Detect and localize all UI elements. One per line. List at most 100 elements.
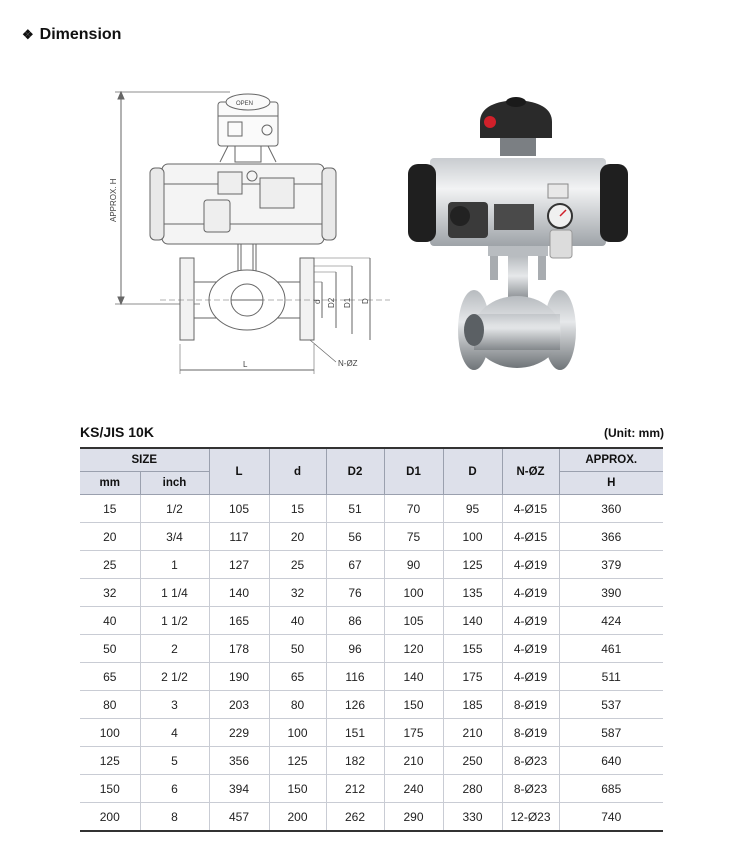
header-D2: D2 [325,447,385,495]
cell-inch: 5 [139,746,209,775]
cell-D2: 86 [325,606,384,635]
cell-L: 127 [208,550,269,579]
cell-d: 40 [268,606,326,635]
cell-H: 424 [558,606,663,635]
cell-H: 366 [558,522,663,551]
cell-D: 330 [442,802,502,832]
cell-NZ: 4-Ø19 [501,634,559,663]
height-label: APPROX. H [109,178,118,222]
cell-D: 140 [442,606,502,635]
cell-mm: 50 [80,634,140,663]
cell-H: 587 [558,718,663,747]
cell-NZ: 8-Ø19 [501,690,559,719]
cell-L: 117 [208,522,269,551]
cell-mm: 20 [80,522,140,551]
cell-d: 65 [268,662,326,691]
cell-D1: 120 [383,634,443,663]
big-d-label: D [361,298,370,304]
cell-D: 250 [442,746,502,775]
cell-d: 200 [268,802,326,832]
cell-NZ: 4-Ø19 [501,662,559,691]
header-d: d [268,447,327,495]
cell-mm: 25 [80,550,140,579]
cell-D: 95 [442,494,502,523]
cell-d: 15 [268,494,326,523]
cell-mm: 100 [80,718,140,747]
cell-mm: 15 [80,494,140,523]
cell-L: 105 [208,494,269,523]
diamond-bullet-icon: ❖ [22,27,34,42]
cell-D2: 182 [325,746,384,775]
cell-D1: 90 [383,550,443,579]
cell-NZ: 12-Ø23 [501,802,559,832]
cell-D2: 76 [325,578,384,607]
cell-mm: 40 [80,606,140,635]
cell-H: 640 [558,746,663,775]
cell-inch: 4 [139,718,209,747]
cell-inch: 1 1/2 [139,606,209,635]
cell-NZ: 4-Ø19 [501,550,559,579]
header-L: L [208,447,270,495]
d-label: d [313,300,322,304]
cell-D: 155 [442,634,502,663]
cell-inch: 2 1/2 [139,662,209,691]
d1-label: D1 [343,297,352,308]
cell-NZ: 4-Ø15 [501,494,559,523]
cell-H: 379 [558,550,663,579]
section-title-text: Dimension [39,26,122,43]
header-H: H [558,471,663,495]
cell-D2: 126 [325,690,384,719]
cell-NZ: 4-Ø15 [501,522,559,551]
cell-D2: 67 [325,550,384,579]
cell-L: 356 [208,746,269,775]
cell-D1: 150 [383,690,443,719]
table-header-row-2: mm inch H [80,471,663,495]
cell-D1: 290 [383,802,443,832]
cell-inch: 1 [139,550,209,579]
cell-NZ: 4-Ø19 [501,606,559,635]
cell-H: 461 [558,634,663,663]
cell-L: 140 [208,578,269,607]
unit-label: (Unit: mm) [604,426,664,440]
header-inch: inch [139,471,210,495]
cell-inch: 2 [139,634,209,663]
badge-label: OPEN [236,101,253,107]
dimension-drawing: APPROX. H OPEN d D2 D1 D L N-ØZ [109,90,390,374]
cell-H: 740 [558,802,663,832]
cell-L: 178 [208,634,269,663]
cell-D: 135 [442,578,502,607]
cell-D: 185 [442,690,502,719]
cell-D2: 51 [325,494,384,523]
valve-photo [408,97,628,370]
cell-D1: 175 [383,718,443,747]
cell-d: 100 [268,718,326,747]
cell-D: 125 [442,550,502,579]
cell-inch: 1/2 [139,494,209,523]
cell-d: 32 [268,578,326,607]
cell-L: 457 [208,802,269,832]
cell-D1: 105 [383,606,443,635]
cell-D2: 56 [325,522,384,551]
cell-d: 150 [268,774,326,803]
cell-D: 100 [442,522,502,551]
dimension-table: SIZE L d D2 D1 D N-ØZ APPROX. mm inch H … [80,447,663,832]
header-mm: mm [80,471,141,495]
cell-inch: 3 [139,690,209,719]
cell-D: 210 [442,718,502,747]
cell-d: 125 [268,746,326,775]
cell-mm: 200 [80,802,140,832]
cell-inch: 6 [139,774,209,803]
cell-L: 394 [208,774,269,803]
cell-D1: 75 [383,522,443,551]
d2-label: D2 [327,297,336,308]
cell-inch: 3/4 [139,522,209,551]
length-label: L [243,360,248,369]
cell-D1: 70 [383,494,443,523]
cell-NZ: 8-Ø23 [501,774,559,803]
